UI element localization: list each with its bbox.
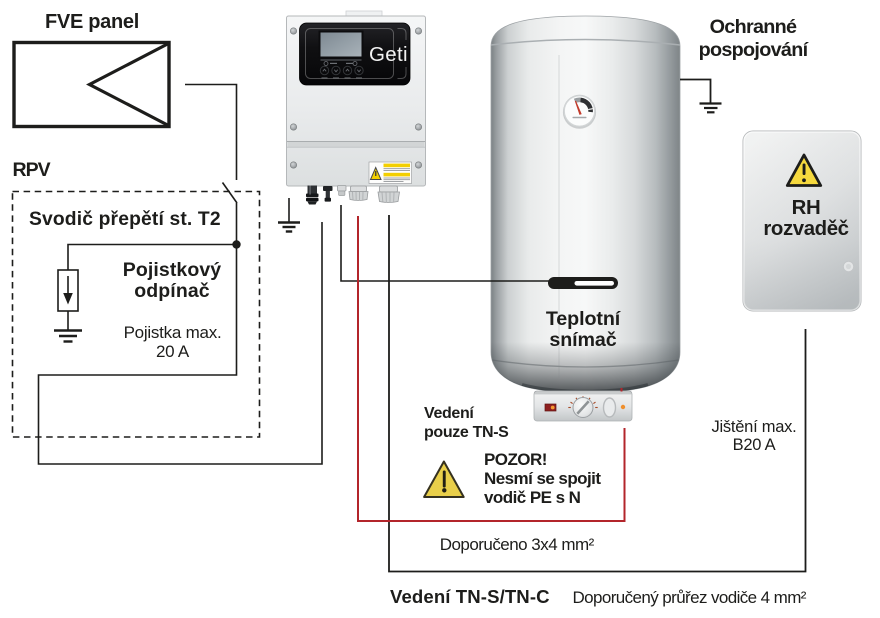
svg-text:Geti: Geti [369, 43, 408, 66]
